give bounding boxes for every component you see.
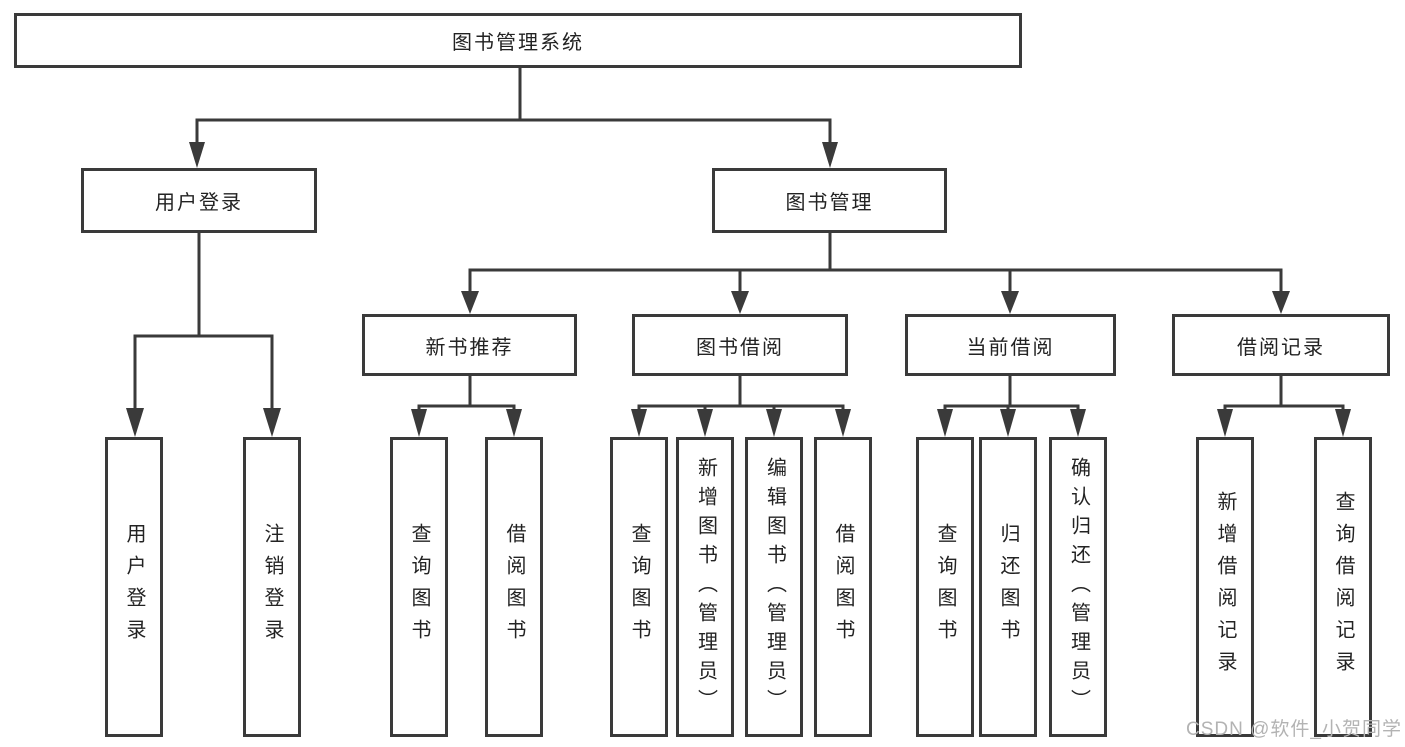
arrow-down-icon [937,409,953,437]
arrow-down-icon [822,142,838,168]
arrow-down-icon [1217,409,1233,437]
node-borrowing-records: 借阅记录 [1172,314,1390,376]
arrow-down-icon [1335,409,1351,437]
node-borrow-books-leaf: 借阅图书 [814,437,872,737]
arrow-down-icon [126,408,144,437]
arrow-down-icon [189,142,205,168]
arrow-down-icon [1272,291,1290,314]
connector-user-login-branch [133,334,274,410]
node-logout-leaf: 注销登录 [243,437,301,737]
arrow-down-icon [631,409,647,437]
connector-book-management-branch [468,268,1283,293]
node-add-books-admin: 新增图书（管理员） [676,437,734,737]
arrow-down-icon [835,409,851,437]
node-user-login-leaf: 用户登录 [105,437,163,737]
arrow-down-icon [731,291,749,314]
arrowheads [126,142,1351,437]
node-library-management-system: 图书管理系统 [14,13,1022,68]
node-query-borrow-record: 查询借阅记录 [1314,437,1372,737]
arrow-down-icon [1000,409,1016,437]
node-query-books-current: 查询图书 [916,437,974,737]
node-book-management: 图书管理 [712,168,947,233]
node-borrow-books-recommend: 借阅图书 [485,437,543,737]
connector-level1-branch [195,118,832,144]
node-query-books-borrowing: 查询图书 [610,437,668,737]
node-return-books: 归还图书 [979,437,1037,737]
arrow-down-icon [697,409,713,437]
connector-borrow-records-branch [1223,404,1345,410]
arrow-down-icon [506,409,522,437]
arrow-down-icon [411,409,427,437]
connector-book-borrowing-branch [637,404,845,410]
node-book-borrowing: 图书借阅 [632,314,848,376]
connector-current-borrowing-branch [943,404,1080,410]
node-user-login: 用户登录 [81,168,317,233]
arrow-down-icon [1001,291,1019,314]
node-edit-books-admin: 编辑图书（管理员） [745,437,803,737]
arrow-down-icon [766,409,782,437]
connector-new-book-branch [417,404,516,410]
node-query-books-recommend: 查询图书 [390,437,448,737]
node-confirm-return-admin: 确认归还（管理员） [1049,437,1107,737]
node-current-borrowing: 当前借阅 [905,314,1116,376]
node-new-book-recommendation: 新书推荐 [362,314,577,376]
arrow-down-icon [1070,409,1086,437]
node-add-borrow-record: 新增借阅记录 [1196,437,1254,737]
arrow-down-icon [263,408,281,437]
arrow-down-icon [461,291,479,314]
csdn-watermark: CSDN @软件_小贺同学 [1186,719,1402,740]
